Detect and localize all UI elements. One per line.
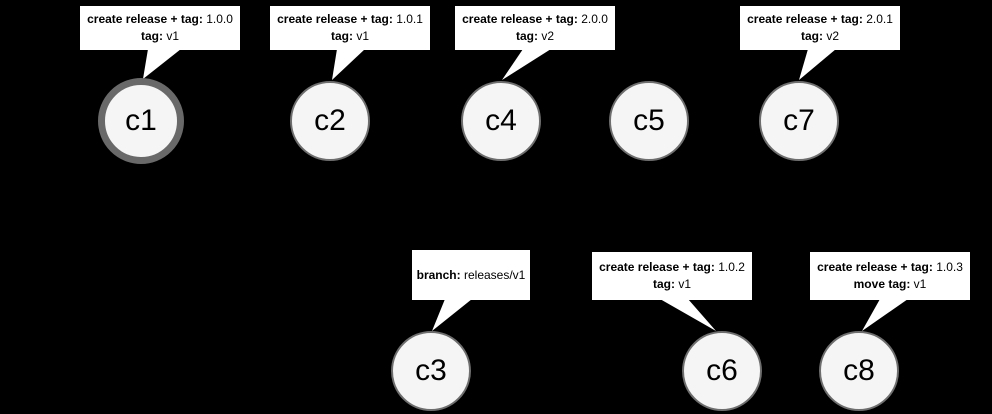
commit-node-c4: c4 (461, 81, 541, 161)
callout-tail-c8 (862, 299, 908, 331)
callout-line: create release + tag: 1.0.3 (817, 260, 963, 274)
callout-c4: create release + tag: 2.0.0 tag: v2 (455, 6, 615, 50)
commit-node-c6: c6 (682, 331, 762, 411)
callout-line: create release + tag: 1.0.1 (277, 12, 423, 26)
commit-node-c8: c8 (819, 331, 899, 411)
callout-tail-c4 (502, 49, 551, 80)
callout-c7: create release + tag: 2.0.1 tag: v2 (740, 6, 900, 50)
callout-line: create release + tag: 2.0.0 (462, 12, 608, 26)
callout-c1: create release + tag: 1.0.0 tag: v1 (80, 6, 240, 50)
callout-tail-c3 (432, 299, 472, 331)
callout-line: tag: v2 (515, 29, 555, 43)
callout-line: create release + tag: 1.0.2 (599, 260, 745, 274)
callout-c8: create release + tag: 1.0.3 move tag: v1 (810, 252, 970, 300)
callout-line: tag: v1 (140, 29, 180, 43)
callout-line: move tag: v1 (853, 277, 927, 291)
callout-tail-c1 (143, 49, 181, 79)
callout-tail-c7 (799, 49, 836, 80)
callout-line: branch: releases/v1 (416, 267, 526, 282)
commit-node-c5: c5 (609, 81, 689, 161)
callout-tail-c6 (660, 299, 716, 331)
callout-line: tag: v2 (800, 29, 840, 43)
commit-node-c7: c7 (759, 81, 839, 161)
callout-line: tag: v1 (330, 29, 370, 43)
callout-c2: create release + tag: 1.0.1 tag: v1 (270, 6, 430, 50)
commit-node-c2: c2 (290, 81, 370, 161)
commit-node-c3: c3 (391, 331, 471, 411)
callout-c3: branch: releases/v1 (412, 250, 530, 300)
callout-line: create release + tag: 1.0.0 (87, 12, 233, 26)
callout-c6: create release + tag: 1.0.2 tag: v1 (592, 252, 752, 300)
callout-tail-c2 (332, 49, 365, 80)
commit-node-c1: c1 (98, 78, 184, 164)
callout-line: tag: v1 (652, 277, 692, 291)
callout-line: create release + tag: 2.0.1 (747, 12, 893, 26)
